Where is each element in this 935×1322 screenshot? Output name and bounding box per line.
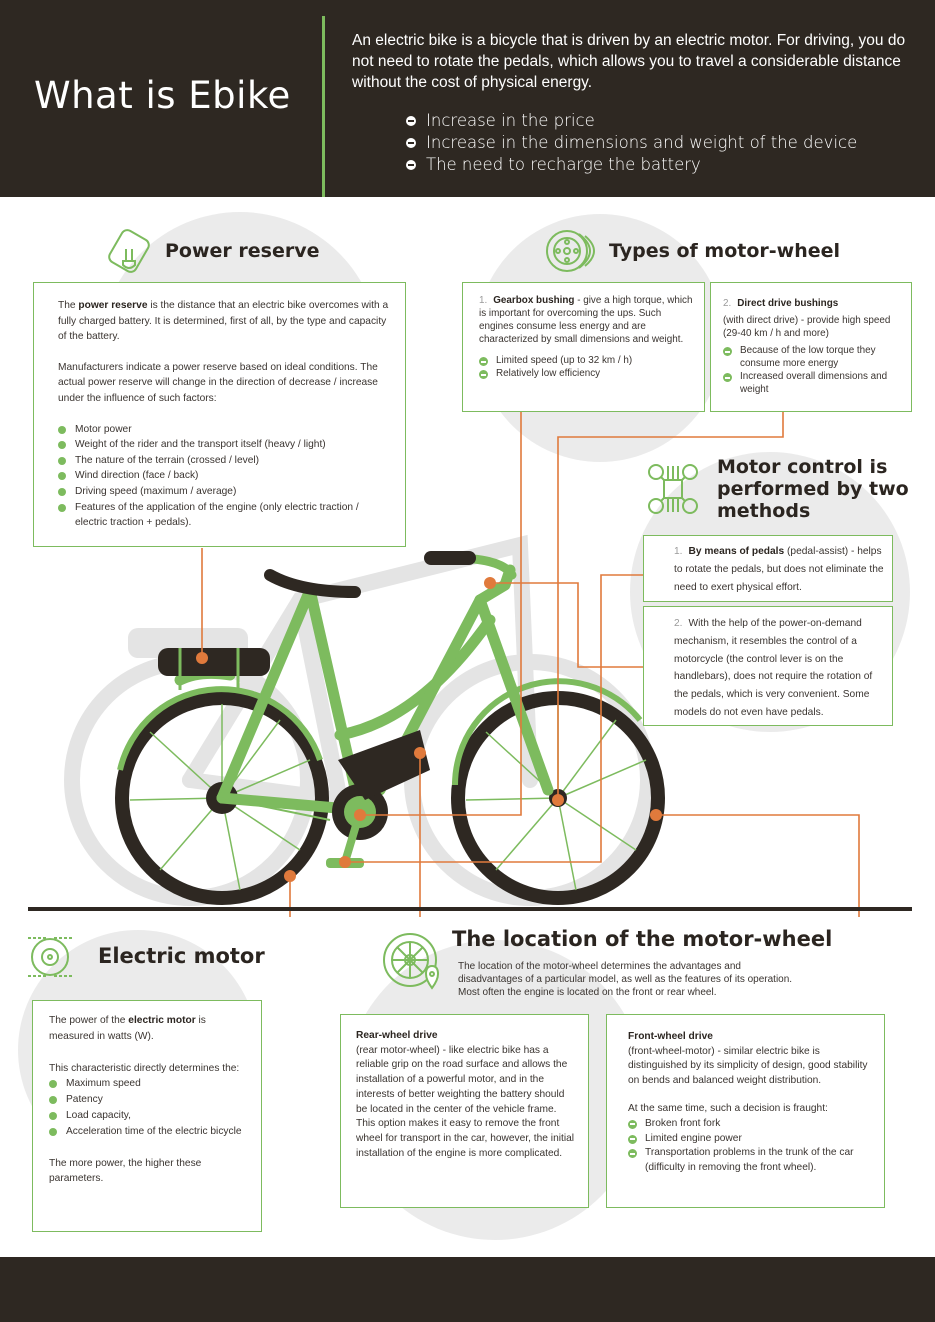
rear-wheel: [115, 686, 329, 905]
gearbox-box: 1.Gearbox bushing - give a high torque, …: [462, 282, 705, 412]
param-item: Acceleration time of the electric bicycl…: [49, 1124, 251, 1140]
param-item: Maximum speed: [49, 1076, 251, 1092]
con-item: Relatively low efficiency: [479, 367, 696, 380]
bullet-icon: [58, 487, 66, 496]
factors-list: Motor power Weight of the rider and the …: [58, 422, 389, 531]
minus-bullet-icon: [406, 116, 416, 126]
con-item: Transportation problems in the trunk of …: [628, 1146, 876, 1175]
power-reserve-title: Power reserve: [165, 240, 320, 262]
direct-title: 2.Direct drive bushings: [723, 298, 839, 309]
gearbox-cons: Limited speed (up to 32 km / h) Relative…: [479, 354, 696, 380]
minus-bullet-icon: [628, 1134, 637, 1144]
bullet-icon: [58, 503, 66, 512]
direct-desc: (with direct drive) - provide high speed…: [723, 315, 891, 339]
header-bar: [0, 0, 935, 197]
param-item: Patency: [49, 1092, 251, 1108]
power-on-demand-box: 2.With the help of the power-on-demand m…: [643, 606, 893, 726]
header-divider: [322, 16, 325, 197]
bullet-icon: [58, 425, 66, 434]
power-reserve-p1: The power reserve is the distance that a…: [58, 300, 389, 343]
rear-wheel-title: Rear-wheel drive: [356, 1030, 438, 1041]
battery-plug-icon: [108, 229, 150, 273]
location-intro: The location of the motor-wheel determin…: [458, 961, 793, 999]
pedal-assist-box: 1.By means of pedals (pedal-assist) - he…: [643, 535, 893, 602]
connector-dots: [196, 577, 662, 882]
footer-bar: [0, 1257, 935, 1322]
factor-item: Motor power: [58, 422, 389, 438]
drawbacks-list: Increase in the price Increase in the di…: [406, 110, 857, 176]
con-item: Because of the low torque they consume m…: [723, 344, 905, 370]
bullet-icon: [49, 1096, 57, 1105]
ebike-illustration: [64, 412, 860, 917]
minus-bullet-icon: [479, 357, 488, 366]
minus-bullet-icon: [723, 373, 732, 382]
con-item: Increased overall dimensions and weight: [723, 370, 905, 396]
rear-wheel-box: Rear-wheel drive (rear motor-wheel) - li…: [340, 1014, 589, 1208]
mid-motor: [338, 730, 430, 800]
page-title: What is Ebike: [34, 74, 291, 117]
electric-motor-title: Electric motor: [98, 944, 265, 968]
pedal-assist-desc: 1.By means of pedals (pedal-assist) - he…: [674, 546, 884, 593]
motor-params-list: Maximum speed Patency Load capacity, Acc…: [49, 1076, 251, 1139]
bullet-icon: [58, 441, 66, 450]
minus-bullet-icon: [406, 138, 416, 148]
direct-drive-box: 2.Direct drive bushings (with direct dri…: [710, 282, 912, 412]
direct-cons: Because of the low torque they consume m…: [723, 344, 905, 396]
con-item: Broken front fork: [628, 1117, 876, 1132]
minus-bullet-icon: [628, 1119, 637, 1129]
saddle: [264, 569, 361, 598]
factor-item: Weight of the rider and the transport it…: [58, 437, 389, 453]
drawback-item: Increase in the price: [406, 110, 857, 132]
param-item: Load capacity,: [49, 1108, 251, 1124]
electric-motor-p3: The more power, the higher these paramet…: [49, 1157, 202, 1185]
wheel-location-icon: [383, 933, 440, 990]
ground-line: [28, 907, 912, 911]
power-reserve-box: The power reserve is the distance that a…: [33, 282, 406, 547]
factor-item: Driving speed (maximum / average): [58, 484, 389, 500]
drawback-item: The need to recharge the battery: [406, 154, 857, 176]
location-title: The location of the motor-wheel: [452, 927, 833, 951]
front-wheel-box: Front-wheel drive (front-wheel-motor) - …: [606, 1014, 885, 1208]
electric-motor-p1: The power of the electric motor is measu…: [49, 1015, 206, 1042]
motor-wheel-types-title: Types of motor-wheel: [609, 240, 841, 262]
minus-bullet-icon: [628, 1149, 637, 1159]
front-wheel-title: Front-wheel drive: [628, 1031, 713, 1042]
gearbox-desc: 1.Gearbox bushing - give a high torque, …: [479, 295, 693, 345]
handlebar-grip: [424, 551, 476, 565]
front-wheel-text2: At the same time, such a decision is fra…: [628, 1103, 828, 1115]
bullet-icon: [49, 1127, 57, 1136]
connector-lines: [201, 412, 860, 917]
bullet-icon: [58, 472, 66, 481]
front-wheel-cons: Broken front fork Limited engine power T…: [628, 1117, 876, 1175]
factor-item: The nature of the terrain (crossed / lev…: [58, 453, 389, 469]
bullet-icon: [49, 1080, 57, 1089]
minus-bullet-icon: [723, 347, 732, 356]
power-reserve-p2: Manufacturers indicate a power reserve b…: [58, 361, 378, 404]
con-item: Limited engine power: [628, 1132, 876, 1147]
front-wheel-text: (front-wheel-motor) - similar electric b…: [628, 1045, 868, 1086]
rear-wheel-text: (rear motor-wheel) - like electric bike …: [356, 1044, 568, 1115]
battery: [158, 648, 270, 676]
factor-item: Wind direction (face / back): [58, 468, 389, 484]
bullet-icon: [58, 456, 66, 465]
rear-wheel-text2: This option makes it easy to remove the …: [356, 1118, 575, 1159]
factor-item: Features of the application of the engin…: [58, 500, 389, 531]
drawback-item: Increase in the dimensions and weight of…: [406, 132, 857, 154]
motor-gear-icon: [28, 937, 72, 977]
minus-bullet-icon: [479, 370, 488, 379]
electric-motor-p2: This characteristic directly determines …: [49, 1062, 240, 1074]
motor-control-title: Motor control is performed by two method…: [717, 456, 909, 522]
bullet-icon: [49, 1111, 57, 1120]
circuit-control-icon: [648, 464, 698, 514]
motor-wheel-icon: [546, 230, 595, 272]
intro-text: An electric bike is a bicycle that is dr…: [352, 32, 906, 91]
electric-motor-box: The power of the electric motor is measu…: [32, 1000, 262, 1232]
power-on-demand-desc: 2.With the help of the power-on-demand m…: [674, 618, 873, 718]
con-item: Limited speed (up to 32 km / h): [479, 354, 696, 367]
minus-bullet-icon: [406, 160, 416, 170]
